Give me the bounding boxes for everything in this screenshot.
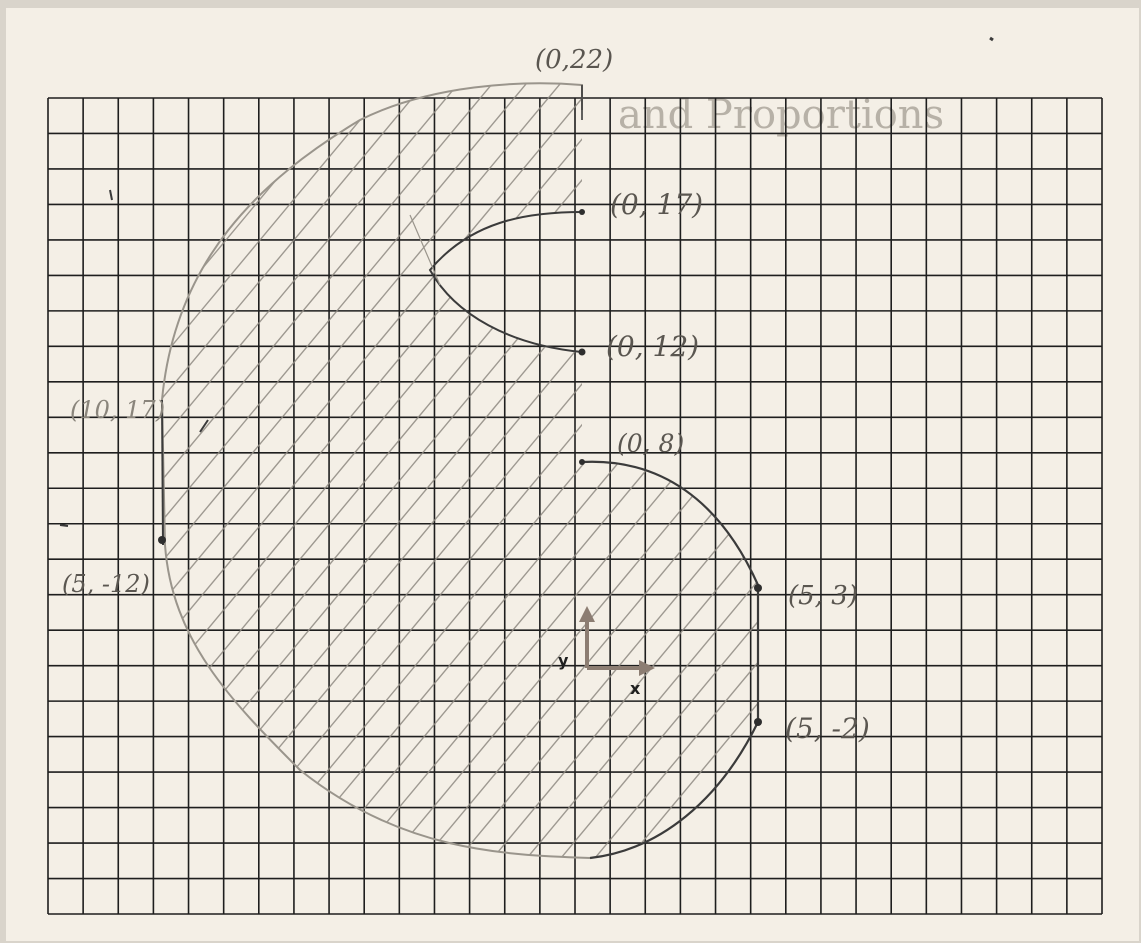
hatch-line: [162, 84, 445, 858]
hatch-line: [491, 84, 758, 858]
hatch-line: [423, 84, 758, 858]
axis-label-y: y: [558, 651, 569, 670]
hatch-line: [457, 84, 758, 858]
label-5-3: (5, 3): [788, 581, 858, 611]
hatch-line: [559, 84, 758, 858]
label-0-17: (0, 17): [610, 188, 703, 221]
vertex-5-3: [754, 584, 762, 592]
inner-arc-curve: [428, 211, 583, 353]
hatch-line: [162, 84, 411, 858]
construction-line: [409, 214, 441, 286]
vertex-0-17: [579, 209, 585, 215]
hatch-line: [0, 60, 2, 900]
label-0-22: (0,22): [535, 45, 613, 75]
hatch-line: [162, 84, 377, 858]
label-0-8: (0, 8): [617, 429, 684, 458]
hatch-line: [162, 84, 513, 858]
hatch-line: [593, 84, 758, 858]
vertex-0-8: [579, 459, 585, 465]
label-5-m2: (5, -2): [785, 712, 870, 745]
hatch-line: [162, 84, 615, 858]
outer-curve-pencil: [160, 82, 591, 859]
hatch-line: [162, 84, 581, 858]
hatch-line: [162, 84, 547, 858]
stray-mark: [199, 419, 209, 433]
label-10-17: (10, 17): [70, 396, 165, 424]
hatch-line: [185, 84, 758, 858]
vertex-5-m12: [158, 536, 166, 544]
hatch-line: [525, 84, 758, 858]
coordinate-frame: [579, 606, 655, 676]
hatch-line: [253, 84, 758, 858]
hatch-line: [162, 84, 649, 858]
stray-mark: [989, 36, 994, 42]
hatch-line: [219, 84, 758, 858]
bleed-through-heading: and Proportions: [618, 92, 944, 138]
axis-label-x: x: [630, 679, 641, 698]
vertex-0-12: [578, 348, 586, 356]
left-segment: [161, 399, 164, 546]
paper-sheet: [6, 8, 1139, 941]
stray-mark: [59, 524, 69, 527]
right-curve: [581, 460, 760, 860]
hatch-line: [287, 84, 758, 858]
stray-mark: [109, 189, 113, 201]
vertex-5-m2: [754, 718, 762, 726]
label-5-m12: (5, -12): [62, 570, 150, 598]
hatch-line: [162, 84, 683, 858]
hatch-line: [162, 84, 479, 858]
label-0-12: (0, 12): [606, 330, 699, 363]
